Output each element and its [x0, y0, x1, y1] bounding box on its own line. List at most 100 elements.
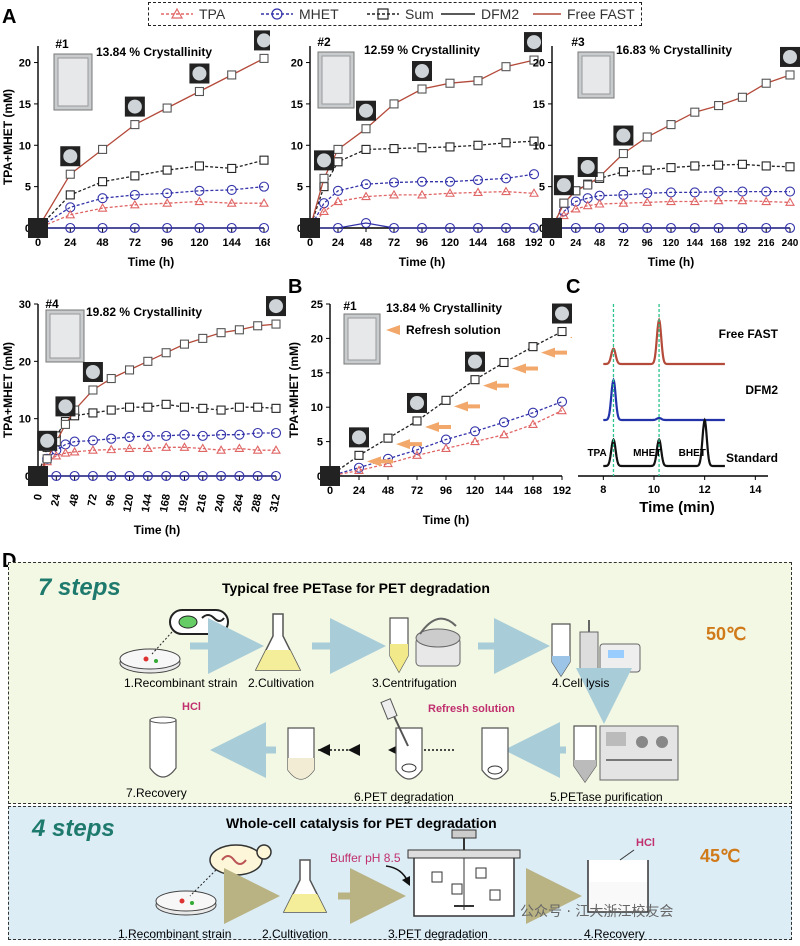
x-tick-label: 14 — [749, 484, 762, 496]
data-point — [499, 429, 509, 439]
x-tick-label: 24 — [64, 237, 77, 249]
homogenizer-icon — [579, 620, 641, 673]
data-point — [388, 177, 400, 188]
data-point — [87, 435, 98, 446]
data-point — [253, 321, 263, 331]
data-point — [618, 198, 629, 207]
series-line — [37, 446, 276, 477]
data-point — [473, 76, 483, 86]
legend-label: TPA — [199, 6, 226, 22]
data-point — [197, 470, 208, 482]
trace-label: Standard — [726, 451, 778, 465]
series-line — [551, 200, 791, 229]
pet-film-disc — [257, 33, 270, 48]
legend-dfm2: DFM2 — [441, 6, 519, 22]
data-point — [785, 197, 795, 206]
data-point — [360, 179, 372, 190]
data-point — [470, 375, 480, 385]
y-tick-label: 0 — [297, 223, 303, 235]
data-point — [444, 222, 456, 234]
data-point — [737, 222, 748, 234]
data-point — [784, 222, 796, 234]
crystallinity-label: 13.84 % Crystallinity — [96, 45, 212, 59]
data-point — [234, 325, 244, 335]
y-tick-label: 15 — [291, 99, 303, 111]
hcl-label-bottom: HCl — [636, 837, 655, 849]
data-point — [642, 165, 652, 175]
x-tick-label: 10 — [648, 484, 660, 496]
y-tick-label: 10 — [19, 140, 31, 152]
data-point — [642, 132, 652, 142]
y-axis-label: TPA+MHET (mM) — [287, 342, 301, 438]
x-tick-label: 0 — [549, 238, 555, 249]
data-point — [412, 450, 422, 459]
x-tick-label: 192 — [525, 237, 542, 249]
x-tick-label: 24 — [570, 238, 582, 249]
trace-label: Free FAST — [719, 327, 779, 341]
data-point — [142, 430, 153, 441]
pet-film-thumbnail — [300, 218, 320, 238]
data-point — [389, 99, 399, 109]
series-tpa — [547, 195, 795, 232]
y-tick-label: 20 — [19, 356, 31, 368]
data-point — [194, 196, 205, 206]
pet-film-thumbnail — [542, 218, 562, 238]
series-line — [37, 200, 264, 229]
data-point — [194, 161, 204, 171]
data-point — [42, 454, 52, 464]
data-point — [162, 198, 173, 207]
pet-film-disc — [40, 433, 55, 448]
peak-label: TPA — [587, 448, 606, 459]
series-line — [310, 222, 534, 229]
data-point — [528, 342, 538, 352]
sample-label: #1 — [343, 299, 357, 313]
data-point — [389, 144, 399, 154]
data-point — [161, 399, 171, 409]
trace-label: DFM2 — [745, 383, 778, 397]
data-point — [444, 176, 456, 187]
pet-film-disc — [580, 159, 595, 174]
data-point — [162, 222, 173, 234]
centrifuge-tube-icon — [389, 617, 409, 674]
pet-film-thumbnail — [320, 466, 340, 486]
hcl-label-top: HCl — [182, 701, 201, 713]
legend-box: TPA MHET Sum DFM2 Free FAST — [148, 2, 642, 26]
chromatogram-trace — [603, 377, 725, 422]
x-tick-label: 312 — [268, 493, 283, 513]
data-point — [558, 210, 569, 220]
x-tick-label: 240 — [213, 493, 228, 513]
data-point — [69, 470, 80, 482]
x-tick-label: 120 — [441, 237, 459, 249]
data-point — [253, 402, 263, 412]
x-tick-label: 72 — [388, 237, 400, 249]
data-point — [737, 195, 748, 205]
data-point — [666, 196, 676, 206]
refresh-arrow-icon — [570, 336, 572, 339]
data-point — [194, 185, 205, 196]
panel-letter-c: C — [566, 276, 581, 298]
peak-label: MHET — [633, 448, 661, 459]
data-point — [179, 470, 190, 482]
y-tick-label: 20 — [19, 58, 31, 70]
series-free — [305, 55, 539, 233]
data-point — [60, 447, 71, 457]
x-axis-label: Time (h) — [128, 255, 174, 269]
refresh-note: Refresh solution — [406, 323, 501, 337]
petri-dish-icon — [119, 648, 181, 674]
data-point — [737, 159, 747, 169]
x-tick-label: 192 — [176, 493, 191, 513]
series-line — [37, 403, 277, 477]
sample-photo-inner — [57, 57, 89, 107]
data-point — [528, 222, 540, 234]
legend-label: DFM2 — [481, 6, 519, 22]
flask-icon — [254, 613, 302, 671]
data-point — [529, 55, 539, 65]
data-point — [353, 462, 365, 473]
refresh-arrow-icon — [367, 456, 393, 467]
data-point — [234, 429, 245, 440]
refresh-arrow-icon — [483, 380, 509, 391]
x-tick-label: 12 — [699, 484, 711, 496]
x-tick-label: 168 — [710, 238, 727, 249]
